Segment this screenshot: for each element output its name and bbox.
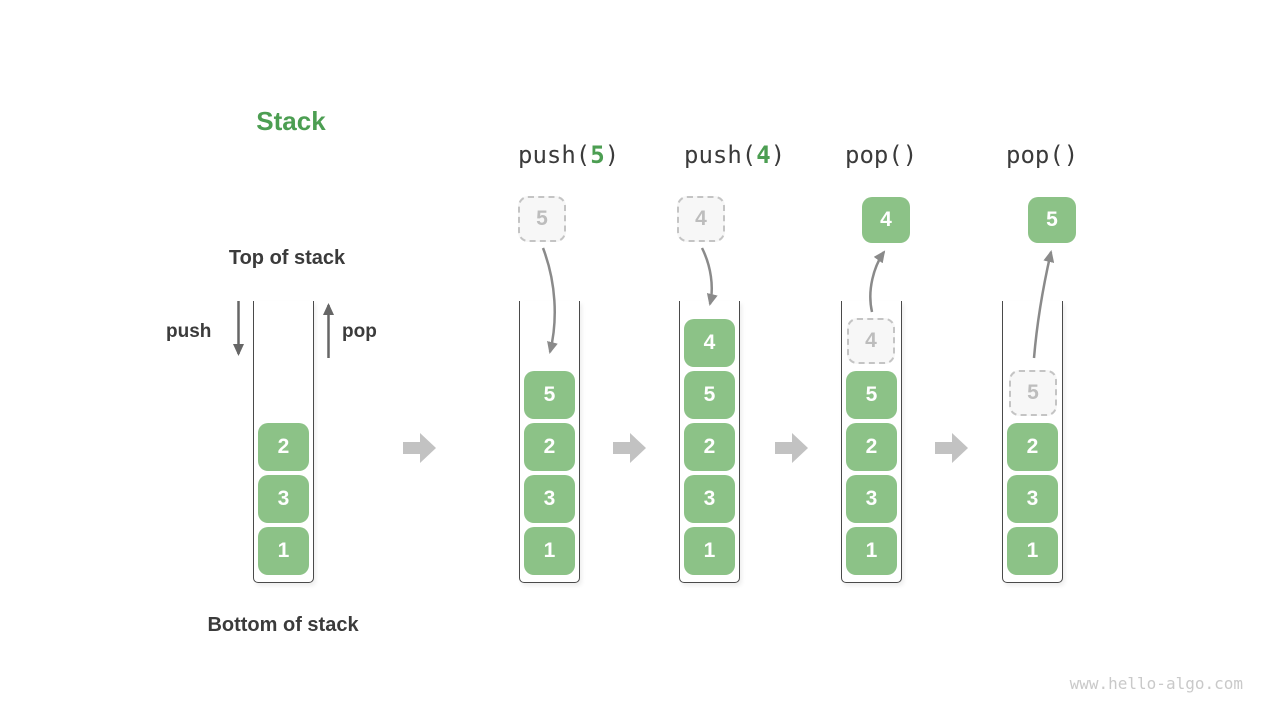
op-text: push( <box>684 141 757 169</box>
operation-label-push5: push(5) <box>518 141 619 169</box>
stack-cell: 5 <box>684 371 735 419</box>
top-of-stack-label: Top of stack <box>228 247 346 269</box>
stack-cell: 3 <box>684 475 735 523</box>
next-step-arrow-icon <box>403 433 436 463</box>
next-step-arrow-icon <box>613 433 646 463</box>
stack-cell: 5 <box>524 371 575 419</box>
stack-cell: 1 <box>1007 527 1058 575</box>
next-step-arrow-icon <box>935 433 968 463</box>
incoming-value-box: 5 <box>518 196 566 242</box>
stack-cell: 1 <box>684 527 735 575</box>
removed-slot-box: 5 <box>1009 370 1057 416</box>
stack-cell: 2 <box>684 423 735 471</box>
incoming-value-box: 4 <box>677 196 725 242</box>
next-step-arrow-icon <box>775 433 808 463</box>
stack-cell: 1 <box>258 527 309 575</box>
site-watermark: www.hello-algo.com <box>1069 674 1243 693</box>
stack-cell: 2 <box>1007 423 1058 471</box>
bottom-of-stack-label: Bottom of stack <box>207 614 359 636</box>
push4-insert-arrow-icon <box>700 247 718 306</box>
op-close: ) <box>604 141 620 169</box>
stack-cell: 1 <box>524 527 575 575</box>
stack-cell: 3 <box>258 475 309 523</box>
operation-label-pop2: pop() <box>1006 141 1078 169</box>
removed-slot-box: 4 <box>847 318 895 364</box>
stack-cell: 2 <box>258 423 309 471</box>
op-text: pop() <box>845 141 918 169</box>
op-close: ) <box>770 141 786 169</box>
push-word-label: push <box>166 321 212 342</box>
stack-cell: 2 <box>524 423 575 471</box>
operation-label-push4: push(4) <box>684 141 785 169</box>
op-text: pop() <box>1006 141 1079 169</box>
popped-value-box: 4 <box>862 197 910 243</box>
stack-cell: 3 <box>524 475 575 523</box>
stack-cell: 3 <box>846 475 897 523</box>
diagram-title: Stack <box>256 106 326 136</box>
op-arg: 4 <box>756 141 771 169</box>
stack-cell: 2 <box>846 423 897 471</box>
stack-cell: 3 <box>1007 475 1058 523</box>
pop-word-label: pop <box>342 321 377 342</box>
stack-cell: 1 <box>846 527 897 575</box>
op-arg: 5 <box>590 141 605 169</box>
stack-cell: 4 <box>684 319 735 367</box>
stack-cell: 5 <box>846 371 897 419</box>
popped-value-box: 5 <box>1028 197 1076 243</box>
operation-label-pop1: pop() <box>845 141 917 169</box>
op-text: push( <box>518 141 591 169</box>
